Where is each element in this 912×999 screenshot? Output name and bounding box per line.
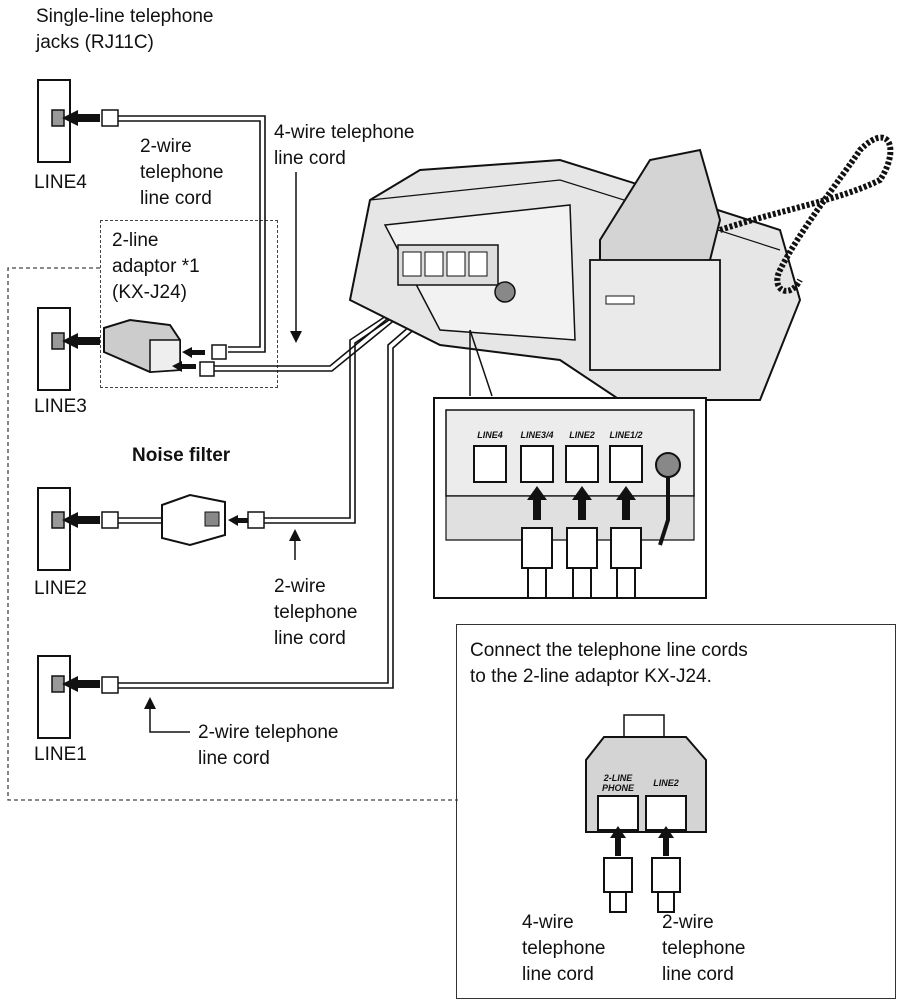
jacks-title: Single-line telephone jacks (RJ11C) bbox=[36, 6, 214, 53]
port-label-line34: LINE3/4 bbox=[520, 430, 554, 440]
note-cord-left: 4-wire telephone line cord bbox=[522, 912, 606, 985]
adaptor-device bbox=[103, 318, 181, 374]
label-4wire: 4-wire telephone line cord bbox=[274, 122, 415, 169]
outer-dashed-line bbox=[7, 267, 458, 801]
callout-line bbox=[469, 329, 493, 397]
note-text: Connect the telephone line cords to the … bbox=[470, 640, 748, 687]
plugs bbox=[101, 109, 265, 694]
wall-jack-line4 bbox=[37, 79, 71, 163]
port-label-line2: LINE2 bbox=[569, 430, 595, 440]
port-label-line4: LINE4 bbox=[477, 430, 503, 440]
adaptor-port-right-label: LINE2 bbox=[653, 778, 679, 788]
label-noise-filter: Noise filter bbox=[132, 445, 231, 466]
label-line4: LINE4 bbox=[34, 172, 87, 193]
label-2wire-top: 2-wire telephone line cord bbox=[140, 136, 224, 209]
noise-filter-device bbox=[161, 493, 226, 547]
wall-jack-line2 bbox=[37, 487, 71, 571]
adaptor-arrows bbox=[172, 347, 248, 526]
label-2wire-mid: 2-wire telephone line cord bbox=[274, 576, 358, 649]
label-line2: LINE2 bbox=[34, 578, 87, 599]
wall-jack-line1 bbox=[37, 655, 71, 739]
port-label-line12: LINE1/2 bbox=[609, 430, 643, 440]
label-adaptor: 2-line adaptor *1 (KX-J24) bbox=[112, 230, 200, 303]
label-line1: LINE1 bbox=[34, 744, 87, 765]
telephone-unit bbox=[348, 134, 894, 401]
jack-panel-zoom bbox=[433, 397, 707, 599]
adaptor-port-left-label: 2-LINE PHONE bbox=[601, 773, 634, 793]
wall-jack-line3 bbox=[37, 307, 71, 391]
adaptor-dashed-region bbox=[100, 220, 278, 388]
kxj24-illustration bbox=[585, 714, 707, 913]
jack-arrows bbox=[62, 110, 100, 692]
label-line3: LINE3 bbox=[34, 396, 87, 417]
note-cord-right: 2-wire telephone line cord bbox=[662, 912, 746, 985]
label-2wire-bottom: 2-wire telephone line cord bbox=[198, 722, 339, 769]
